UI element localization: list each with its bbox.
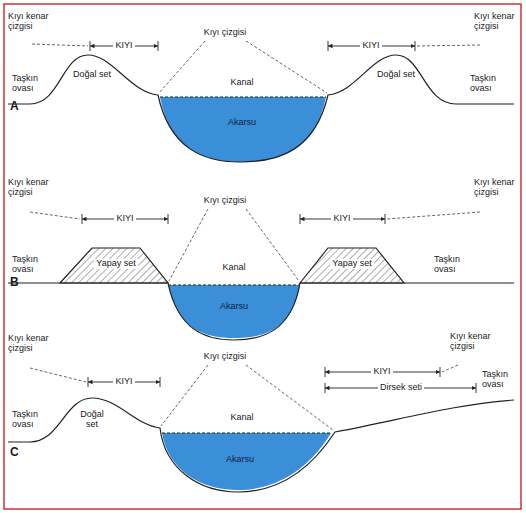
shoreline-edge-label: Kıyı kenar çizgisi	[8, 334, 52, 354]
panel-letter: C	[10, 446, 19, 459]
panel-letter: B	[10, 276, 19, 289]
natural-levee-label: Doğal set	[377, 70, 415, 80]
river-label: Akarsu	[228, 118, 256, 128]
floodplain-label: Taşkın ovası	[482, 370, 520, 390]
channel-label: Kanal	[222, 263, 245, 273]
natural-levee-label: Doğal set	[73, 70, 111, 80]
panel-c	[8, 398, 514, 492]
panel-letter: A	[10, 100, 19, 113]
shoreline-label: Kıyı çizgisi	[204, 196, 247, 206]
shoreline-label: Kıyı çizgisi	[204, 28, 247, 38]
leader-lines	[30, 41, 480, 430]
shoreline-edge-label: Kıyı kenar çizgisi	[450, 332, 494, 352]
shore-span-label: KIYI	[113, 377, 134, 387]
shoreline-edge-label: Kıyı kenar çizgisi	[474, 178, 518, 198]
floodplain-label: Taşkın ovası	[12, 74, 52, 94]
floodplain-label: Taşkın ovası	[434, 255, 478, 275]
shore-span-label: KIYI	[113, 41, 134, 51]
brackets	[82, 41, 476, 393]
point-bar-label: Dirsek seti	[378, 383, 424, 393]
shoreline-edge-label: Kıyı kenar çizgisi	[8, 178, 52, 198]
shore-span-label: KIYI	[360, 41, 381, 51]
floodplain-label: Taşkın ovası	[12, 255, 52, 275]
river-label: Akarsu	[226, 455, 254, 465]
artificial-levee-label: Yapay set	[94, 259, 137, 269]
shore-span-label: KIYI	[114, 214, 135, 224]
artificial-levee-label: Yapay set	[330, 259, 373, 269]
floodplain-label: Taşkın ovası	[470, 74, 514, 94]
floodplain-label: Taşkın ovası	[12, 410, 52, 430]
natural-levee-label: Doğal set	[77, 410, 107, 430]
shore-span-label: KIYI	[371, 367, 392, 377]
channel-label: Kanal	[230, 413, 253, 423]
shoreline-edge-label: Kıyı kenar çizgisi	[8, 12, 52, 32]
channel-label: Kanal	[230, 78, 253, 88]
river-label: Akarsu	[220, 302, 248, 312]
shoreline-edge-label: Kıyı kenar çizgisi	[474, 12, 518, 32]
shoreline-label: Kıyı çizgisi	[204, 352, 247, 362]
panel-b	[8, 248, 514, 340]
shore-span-label: KIYI	[331, 214, 352, 224]
panel-a	[8, 55, 514, 162]
frame	[4, 4, 521, 509]
